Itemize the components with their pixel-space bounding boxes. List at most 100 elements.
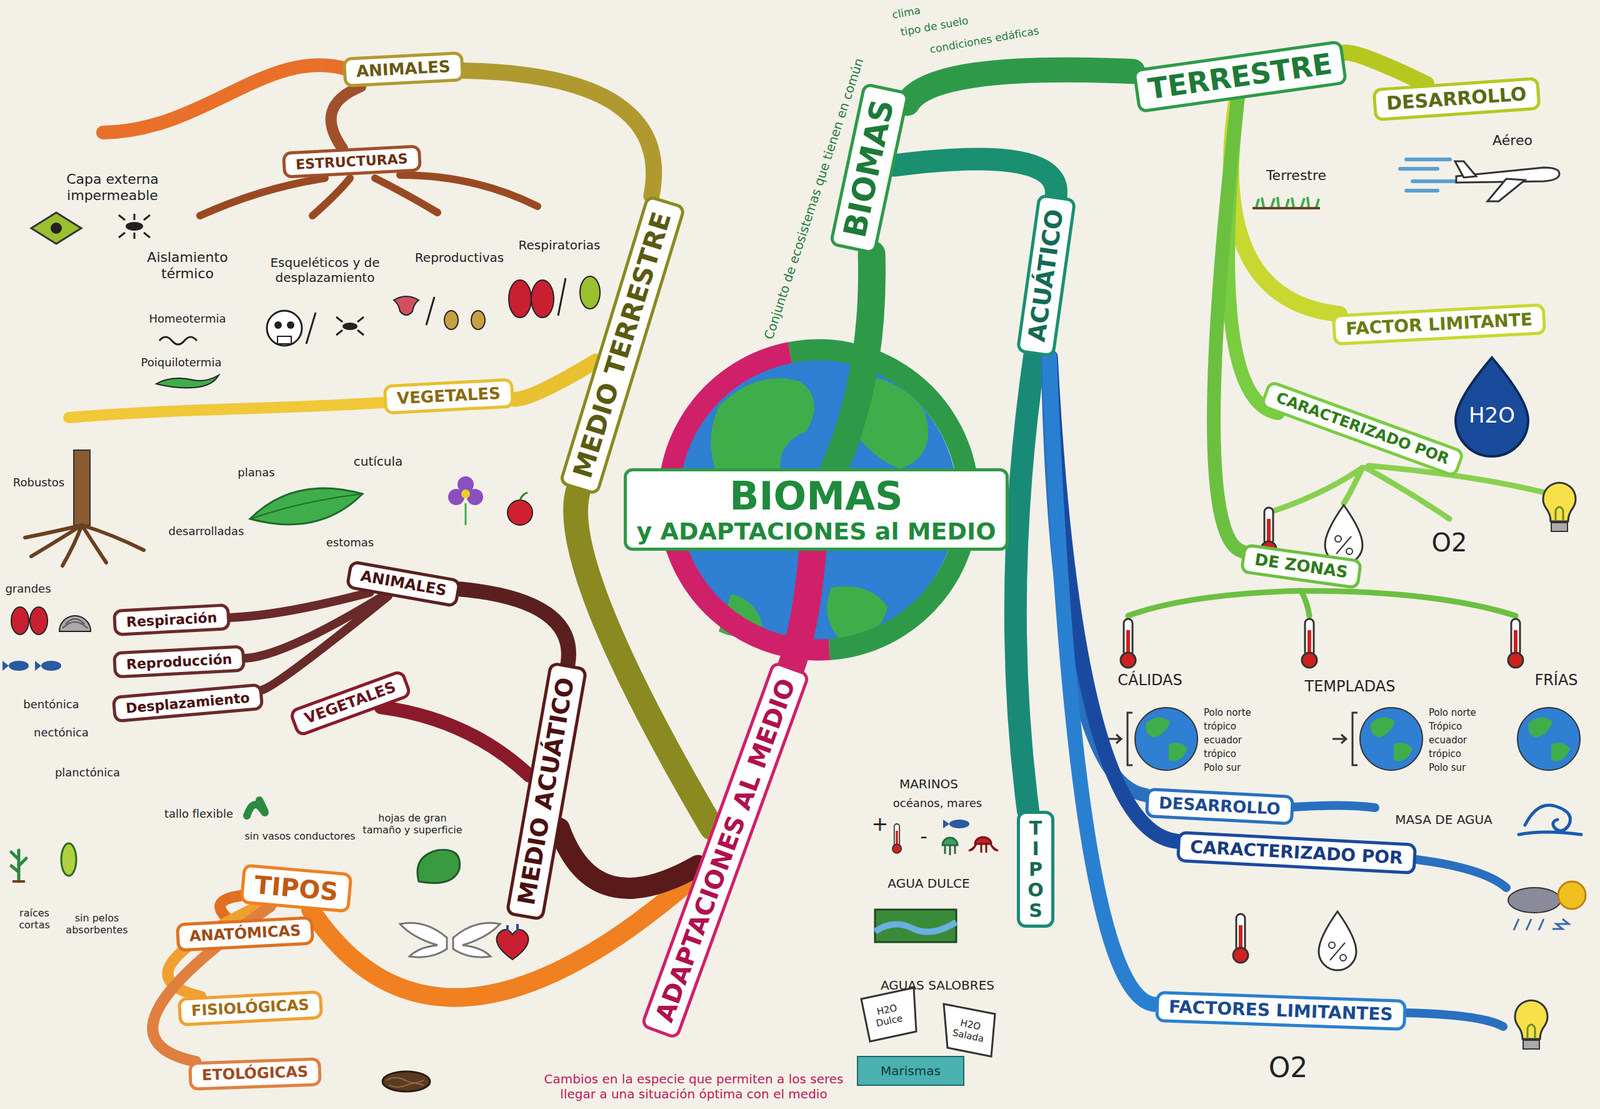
branch-label: FISIOLÓGICAS [176,990,323,1027]
branch-label: FACTOR LIMITANTE [1331,303,1546,346]
central-topic: BIOMASy ADAPTACIONES al MEDIO [623,468,1010,552]
branch-label: Reproducción [112,644,246,679]
animal-icons [393,296,419,315]
branch-text: ANIMALES [358,567,448,600]
aquatic-biome-icons [1233,913,1249,963]
branch-label: ESTRUCTURAS [281,144,422,179]
aquatic-biome-icons [1318,911,1357,970]
plant-icons [461,489,470,499]
note: estomas [326,535,374,550]
branch-tail [200,175,538,216]
globe-label: ecuador [1203,734,1242,746]
branch-text: VEGETALES [301,678,398,728]
branch-connector [894,158,1057,196]
branch-text: FACTOR LIMITANTE [1345,309,1533,340]
note: sin pelos absorbentes [62,911,132,936]
adaptation-icons [453,922,500,957]
adaptation-icons [507,923,518,932]
branch-label: VEGETALES [288,668,413,738]
aquatic-biome-icons [943,819,950,829]
branch-label: CARACTERIZADO POR [1259,379,1466,478]
branch-label: VEGETALES [383,378,515,415]
branch-label: Desplazamiento [111,682,264,723]
aquatic-biome-icons [1515,1000,1548,1049]
aquatic-biome-icons [1558,881,1586,909]
plant-icons [250,488,363,525]
branch-text: VEGETALES [396,384,501,409]
branch-text: MEDIO ACUÁTICO [512,675,580,908]
note: Reproductivas [415,250,504,265]
branch-label: MEDIO ACUÁTICO [505,661,588,921]
terrestrial-biome-icons [1120,618,1136,668]
note: desarrolladas [168,524,245,539]
branch-connector [1213,98,1243,552]
terrestrial-biome-icons [1360,707,1423,770]
animal-icons [426,296,435,325]
aquatic-biome-icons [949,819,970,829]
plant-icons [250,493,363,519]
aquatic-icons [417,849,460,883]
adaptation-icons [496,929,529,960]
branch-text: ANATÓMICAS [188,921,302,945]
aquatic-biome-icons [1518,805,1582,835]
plant-icons [73,450,90,525]
terrestrial-biome-icons [1252,206,1320,210]
terrestrial-biome-icons [1508,618,1524,668]
terrestrial-biome-icons [1455,161,1477,178]
terrestrial-biome-icons [1301,618,1317,668]
plant-icons [466,488,484,505]
plant-icons [25,450,533,566]
note: Homeotermia [149,311,227,326]
branch-label: ANATÓMICAS [175,915,315,952]
branch-connector [1231,99,1340,315]
branch-label: ANIMALES [345,560,462,608]
animal-icons [31,212,82,244]
type-name: AGUAS SALOBRES [880,977,995,993]
branch-label: DESARROLLO [1144,787,1294,825]
branch-text: Respiración [125,609,217,630]
icon-caption: MASA DE AGUA [1395,811,1493,827]
aquatic-icons [12,880,25,883]
branch-text: TIPOS [1026,817,1045,921]
symbol: + [871,811,889,836]
branch-connector [1015,355,1035,811]
branch-connector [331,86,362,149]
note: Respiratorias [518,237,601,253]
branch-connector [380,706,530,775]
globe-label: Polo sur [1428,761,1466,774]
branch-tail [68,401,400,418]
terrestrial-biome-icons [1543,482,1576,532]
aquatic-icons [2,660,9,671]
globe-label: Polo norte [1428,706,1477,719]
note: nectónica [33,725,89,740]
plant-icons [25,525,144,566]
globe-label: ecuador [1428,734,1467,746]
aquatic-icons [62,618,88,629]
branch-connector [459,588,569,665]
formula: O2 [1431,527,1468,558]
globe-label: Polo sur [1203,761,1241,774]
branch-text: ACUÁTICO [1023,207,1069,344]
branch-label: ACUÁTICO [1016,193,1077,358]
animal-icons [558,278,566,316]
icon-caption: Aéreo [1492,132,1533,149]
animal-icons [580,276,600,309]
animal-icons [306,312,316,344]
aquatic-icons [11,850,27,882]
animal-icons [342,322,358,330]
note: Esqueléticos y de desplazamiento [262,255,388,285]
animal-icons [471,310,485,330]
aquatic-icons [61,843,77,876]
globe-label: trópico [1203,748,1237,760]
aquatic-biome-icons [942,837,958,855]
aquatic-icons [2,606,460,884]
branch-text: ADAPTACIONES AL MEDIO [649,674,801,1026]
adaptation-icons [400,922,447,957]
branch-text: FACTORES LIMITANTES [1168,996,1394,1025]
branch-label: DESARROLLO [1371,76,1541,121]
note: cutícula [353,453,404,469]
branch-label: TIPOS [240,863,354,913]
note: Capa externa impermeable [50,171,175,205]
aquatic-icons [30,606,48,635]
